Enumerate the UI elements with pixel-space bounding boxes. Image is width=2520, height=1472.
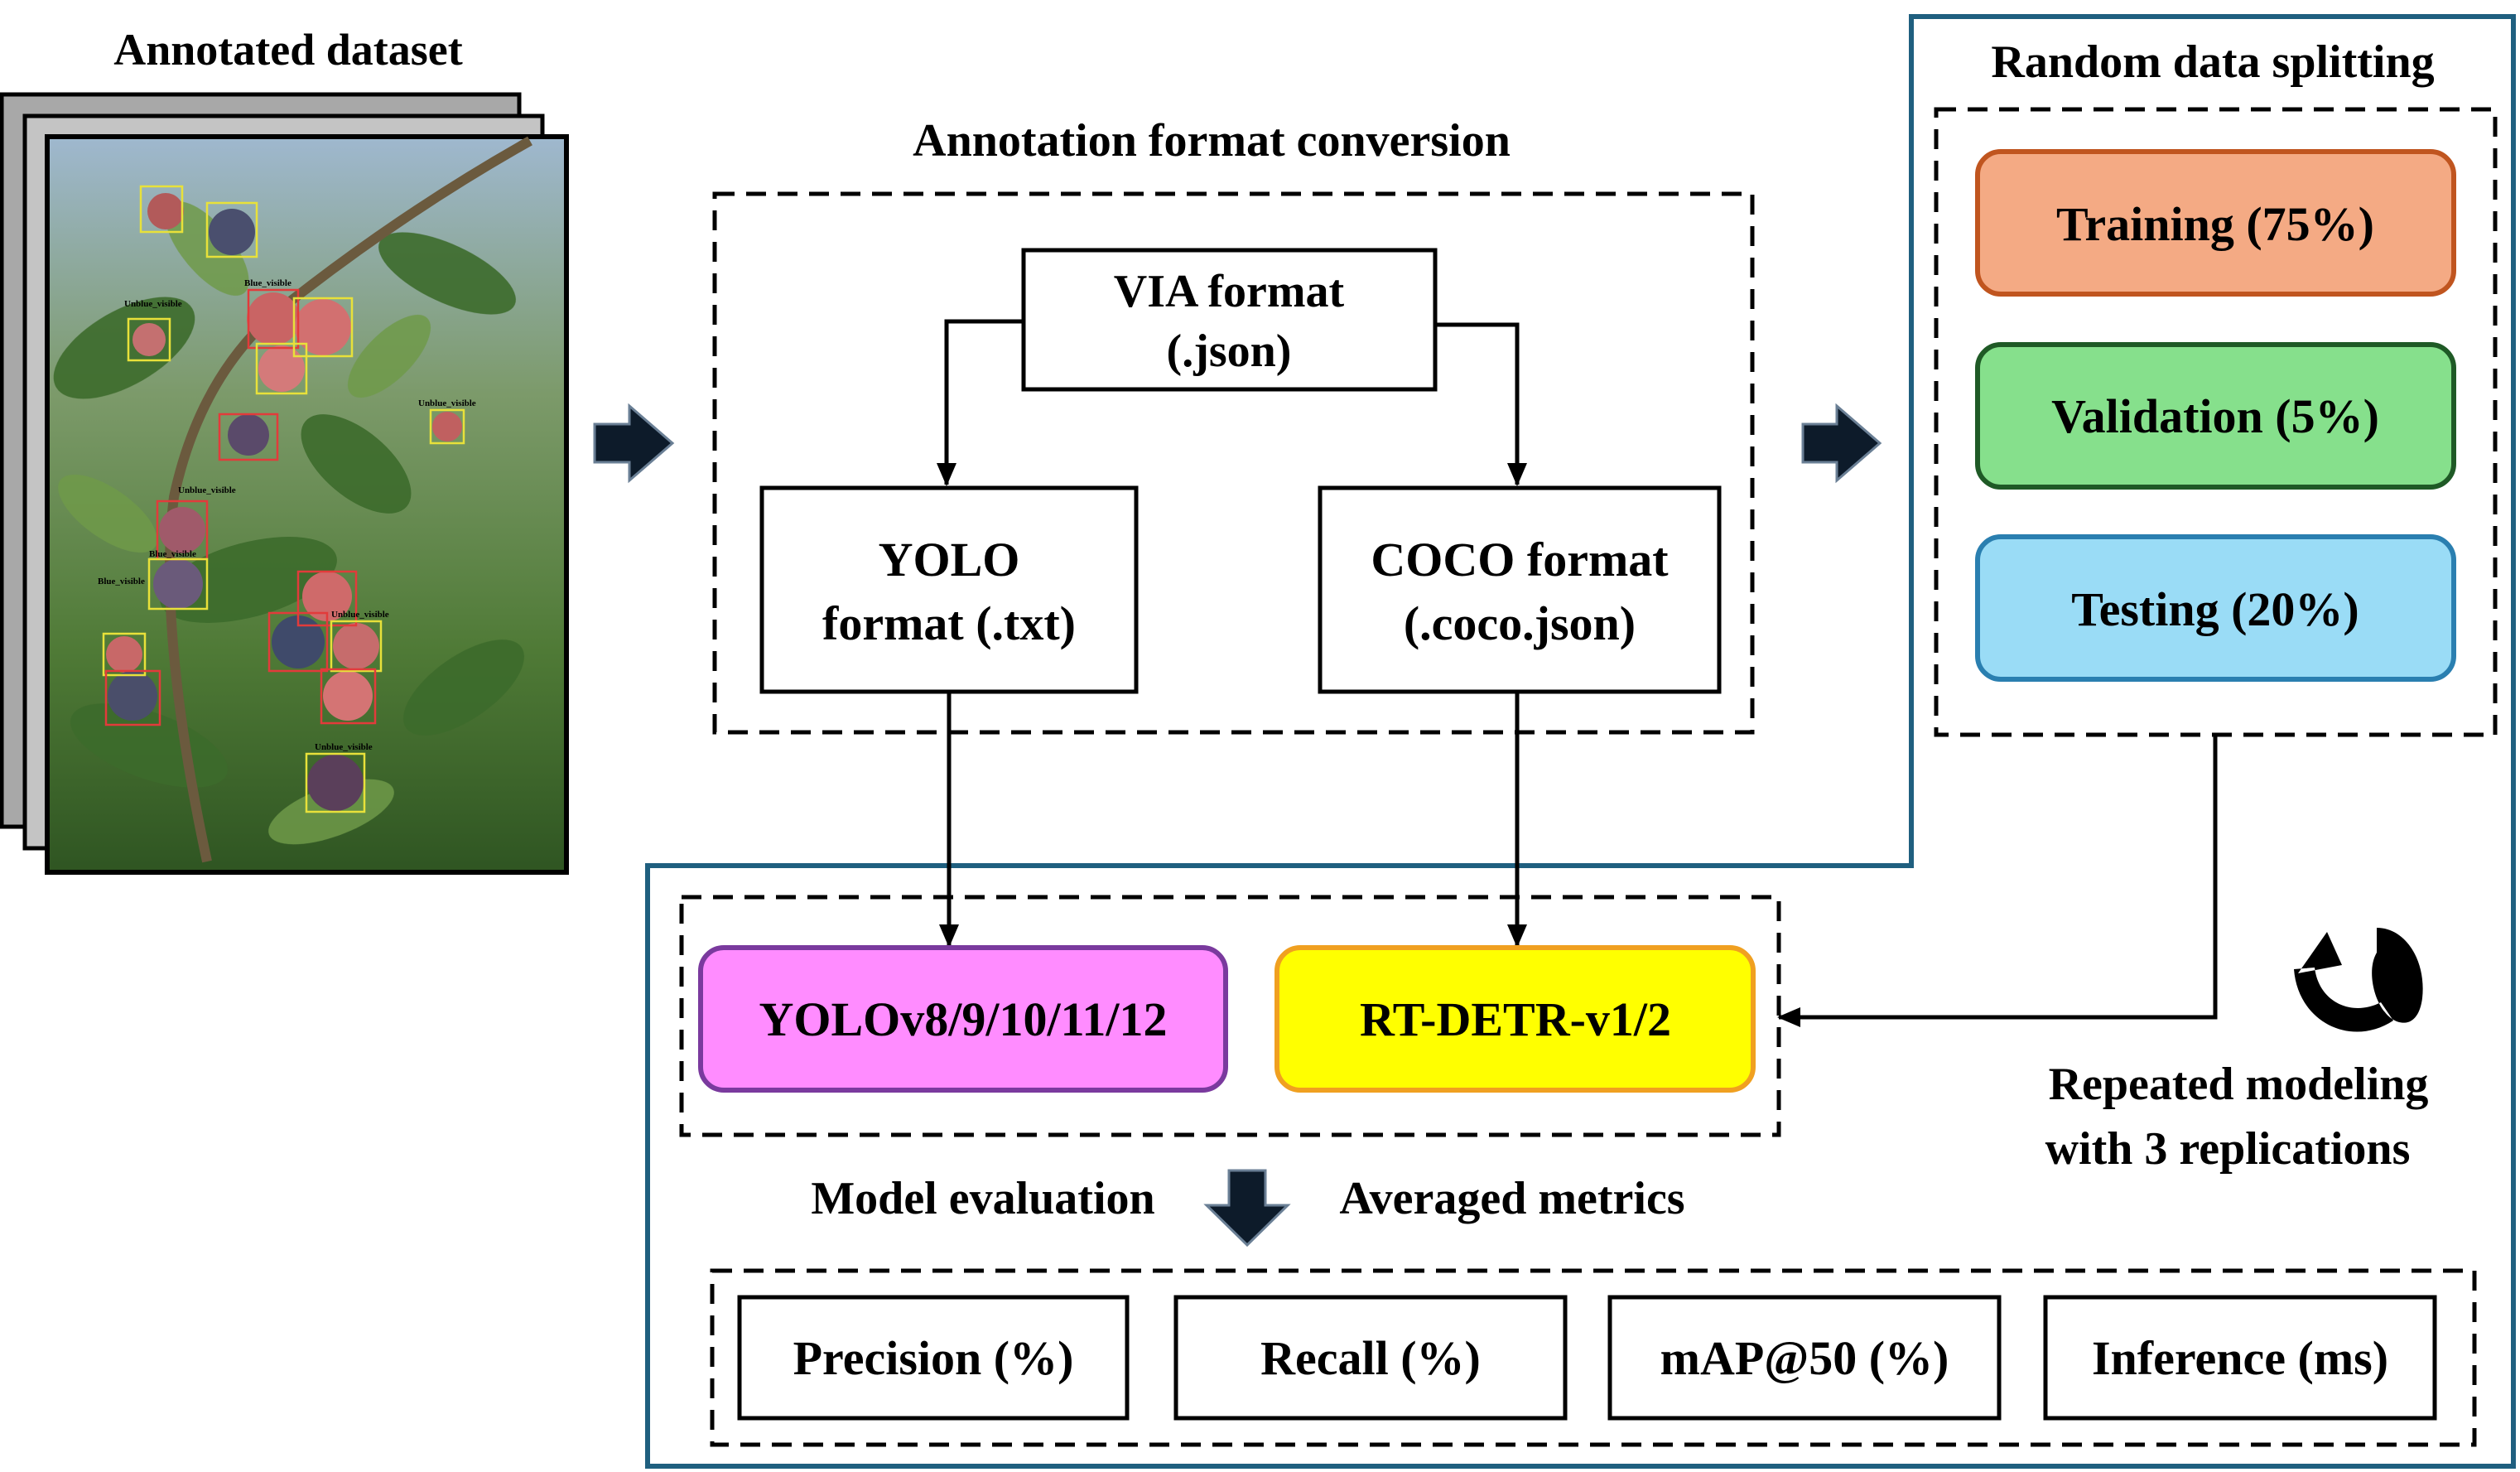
- coco-format-line2: (.coco.json): [1404, 596, 1636, 650]
- yolo-models-box: [698, 945, 1228, 1093]
- box-label: Unblue_visible: [315, 742, 373, 752]
- blueberry-photo: Unblue_visible Blue_visible Unblue_visib…: [45, 134, 569, 875]
- repeat-group: Repeated modeling with 3 replications: [2045, 928, 2429, 1175]
- via-format-box: [1021, 248, 1438, 392]
- averaged-metrics-label: Averaged metrics: [1339, 1173, 1684, 1224]
- box-label: Unblue_visible: [124, 299, 182, 309]
- box-label: Blue_visible: [244, 278, 292, 288]
- box-label: Blue_visible: [98, 577, 145, 586]
- training-label: Training (75%): [2056, 197, 2374, 251]
- splitting-title: Random data splitting: [1991, 36, 2434, 88]
- modeling-frame: [645, 14, 2516, 1469]
- annotation-conversion-group: Annotation format conversion VIA format …: [712, 115, 1755, 735]
- inference-box: [2043, 1295, 2437, 1421]
- conversion-dashed-frame: [712, 191, 1755, 735]
- via-format-line2: (.json): [1167, 326, 1292, 377]
- validation-box: [1975, 342, 2456, 490]
- box-label: Unblue_visible: [331, 610, 389, 620]
- evaluation-group: Model evaluation Averaged metrics Precis…: [710, 1169, 2477, 1447]
- yolo-format-box: [759, 485, 1139, 694]
- conversion-title: Annotation format conversion: [913, 115, 1511, 167]
- arrow-via-to-coco: [1435, 322, 1527, 486]
- box-label: Unblue_visible: [178, 485, 236, 495]
- repeat-line2: with 3 replications: [2045, 1123, 2411, 1175]
- precision-box: [737, 1295, 1130, 1421]
- recall-label: Recall (%): [1260, 1331, 1481, 1385]
- metrics-dashed-frame: [710, 1268, 2477, 1447]
- arrow-via-to-yolo: [937, 319, 1024, 486]
- models-group: YOLOv8/9/10/11/12 RT-DETR-v1/2: [679, 692, 2218, 1137]
- box-label: Unblue_visible: [418, 398, 476, 408]
- dataset-title: Annotated dataset: [113, 25, 463, 75]
- arrow-split-to-models: [1777, 735, 2218, 1027]
- map50-box: [1607, 1295, 2002, 1421]
- yolo-models-label: YOLOv8/9/10/11/12: [759, 992, 1167, 1046]
- repeat-loop-icon: [2294, 928, 2423, 1032]
- model-evaluation-label: Model evaluation: [811, 1173, 1154, 1224]
- inference-label: Inference (ms): [2092, 1331, 2388, 1385]
- coco-format-line1: COCO format: [1371, 533, 1669, 586]
- berries: [106, 193, 462, 811]
- data-splitting-group: Random data splitting Training (75%) Val…: [1934, 36, 2498, 737]
- map50-label: mAP@50 (%): [1660, 1331, 1949, 1385]
- annotated-dataset-group: Annotated dataset: [0, 25, 569, 875]
- annotation-boxes: [102, 185, 465, 813]
- rtdetr-models-label: RT-DETR-v1/2: [1360, 992, 1671, 1046]
- repeat-line1: Repeated modeling: [2049, 1059, 2429, 1110]
- branch: [165, 136, 532, 863]
- coco-format-box: [1318, 485, 1722, 694]
- recall-box: [1173, 1295, 1568, 1421]
- box-label: Blue_visible: [149, 549, 196, 559]
- rtdetr-models-box: [1274, 945, 1756, 1093]
- via-format-line1: VIA format: [1114, 266, 1345, 317]
- block-arrow-right-2: [1801, 403, 1882, 484]
- testing-label: Testing (20%): [2071, 582, 2359, 636]
- block-arrow-right-1: [593, 403, 675, 484]
- yolo-format-line1: YOLO: [879, 533, 1020, 586]
- training-box: [1975, 149, 2456, 297]
- block-arrow-down: [1203, 1169, 1291, 1248]
- models-dashed-frame: [679, 895, 1781, 1137]
- testing-box: [1975, 534, 2456, 682]
- yolo-format-line2: format (.txt): [822, 596, 1076, 650]
- validation-label: Validation (5%): [2051, 389, 2379, 443]
- precision-label: Precision (%): [793, 1331, 1074, 1385]
